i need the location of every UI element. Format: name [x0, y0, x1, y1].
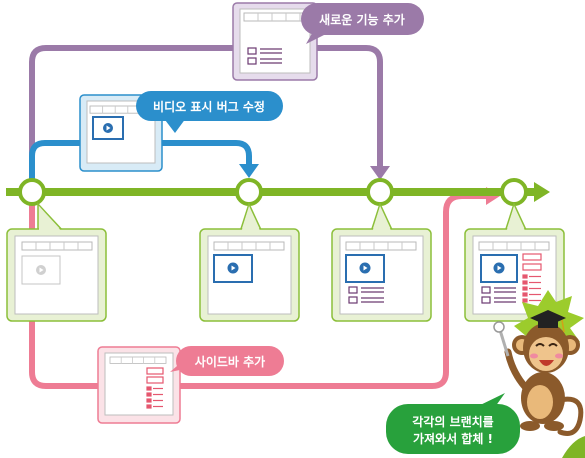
bubble-video-bug-fix: 비디오 표시 버그 수정 [136, 91, 283, 133]
graduation-cap-icon [530, 310, 566, 333]
commit-node-2 [235, 178, 263, 206]
commit-node-1 [18, 178, 46, 206]
bubble-merge-line2: 가져와서 합체 ! [413, 431, 493, 446]
master-branch-arrowhead [534, 182, 550, 202]
commit-card-video-fixed [199, 201, 300, 322]
bugfix-branch-arrowhead [239, 164, 259, 178]
feature-branch-card [232, 2, 318, 81]
bubble-sidebar-add: 사이드바 추가 [170, 346, 284, 376]
sidebar-branch-card [97, 346, 181, 424]
sidebar-block [146, 367, 164, 409]
commit-node-3 [366, 178, 394, 206]
commit-card-feature-added [331, 201, 432, 322]
sidebar-block [522, 253, 542, 303]
feature-list-block [247, 47, 282, 65]
commit-card-initial [6, 202, 107, 322]
bubble-sidebar-add-text: 사이드바 추가 [195, 354, 265, 369]
bubble-merge-line1: 각각의 브랜치를 [412, 414, 493, 429]
feature-list-block [481, 286, 516, 304]
magic-wand-icon [498, 329, 510, 357]
bubble-new-feature: 새로운 기능 추가 [301, 3, 424, 44]
feature-branch-line [29, 45, 383, 192]
commit-node-4 [500, 178, 528, 206]
bubble-video-bug-fix-text: 비디오 표시 버그 수정 [153, 99, 265, 114]
corner-accent [562, 436, 585, 458]
bubble-new-feature-text: 새로운 기능 추가 [319, 12, 405, 27]
monkey-mascot [493, 290, 584, 436]
sidebar-branch-line [29, 192, 488, 389]
bubble-merge: 각각의 브랜치를 가져와서 합체 ! [386, 393, 520, 454]
feature-branch-arrowhead [370, 166, 390, 180]
feature-list-block [348, 286, 384, 304]
